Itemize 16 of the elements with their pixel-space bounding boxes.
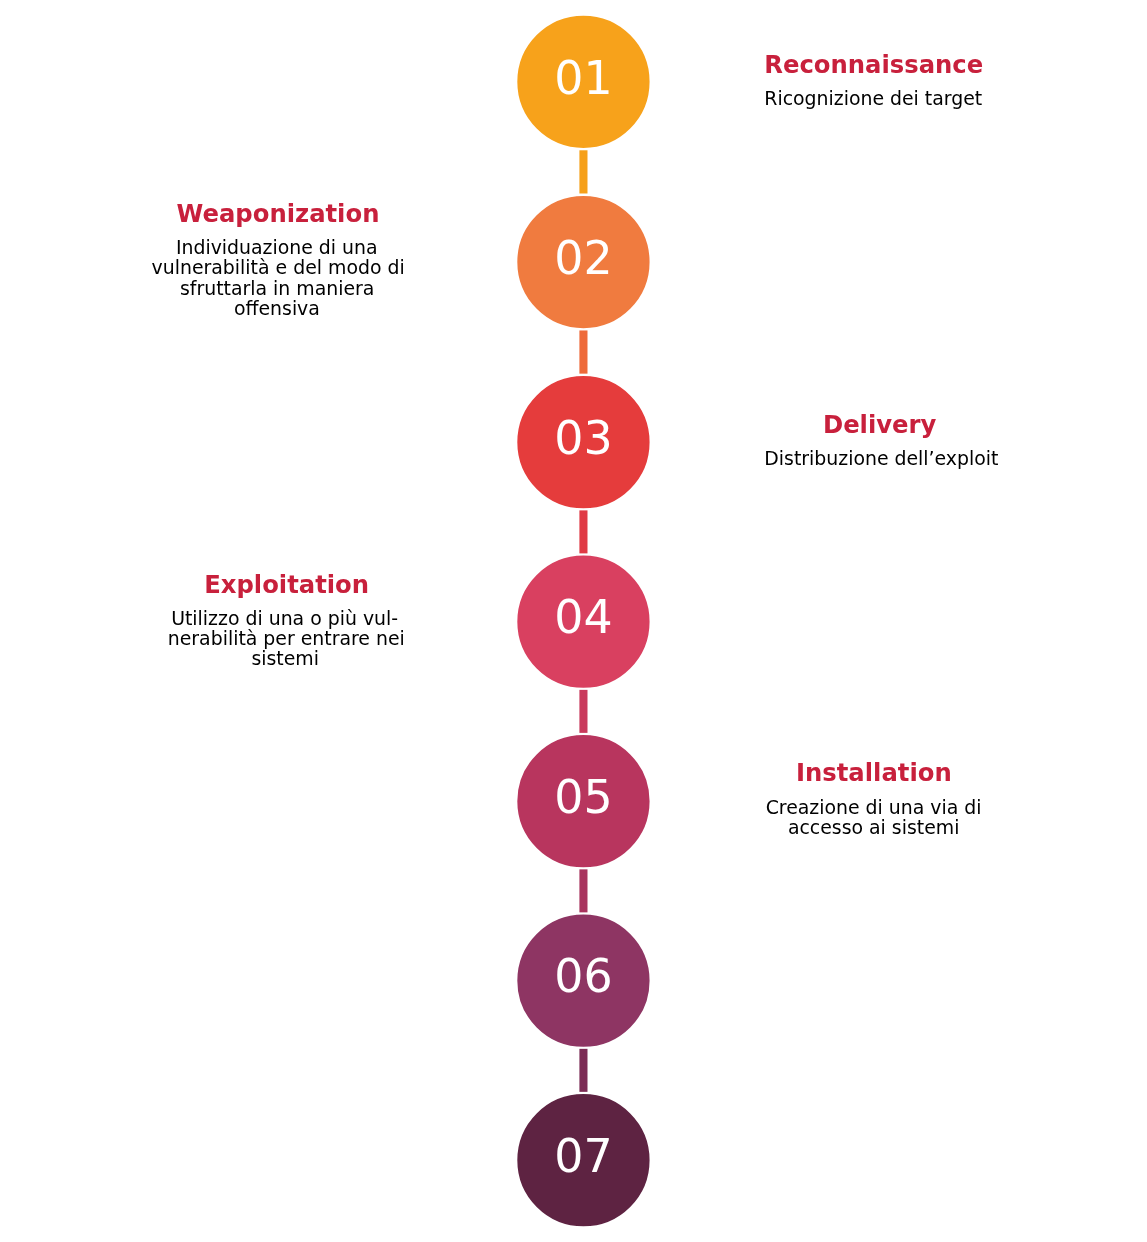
node-label: Reconnaissance: [763, 49, 983, 79]
connector: [578, 330, 587, 374]
node-label: Individuazione di una vulnerabilità e del modo di sfruttarla in maniera offensiva: [151, 236, 405, 319]
node-label: Creazione di una via di accesso ai sistemi: [765, 795, 982, 838]
node-label: Weaponization: [176, 199, 379, 229]
connector: [578, 150, 587, 194]
connector: [578, 689, 587, 733]
node-label: Utilizzo di una o più vul- nerabilità per entrare nei sistemi: [167, 606, 405, 670]
connector: [578, 869, 587, 913]
node-label: Exploitation: [203, 569, 369, 599]
node-label: Installation: [795, 758, 952, 788]
connector: [578, 510, 587, 554]
connector: [578, 1048, 587, 1092]
node-label: Distribuzione dell’exploit: [763, 447, 998, 470]
node-label: Ricognizione dei target: [763, 87, 982, 110]
node-label: Delivery: [822, 410, 936, 440]
